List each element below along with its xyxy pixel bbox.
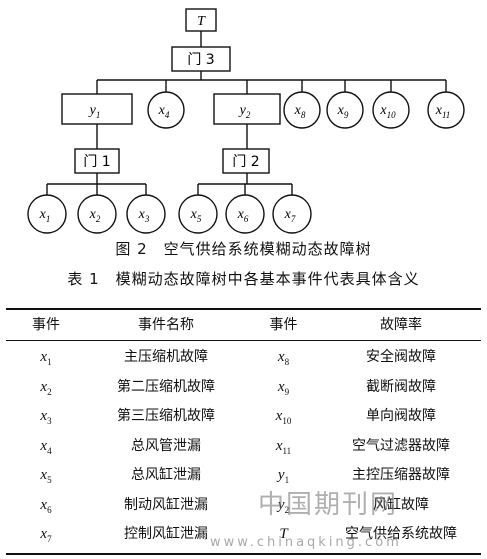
leaf-x8: x8 <box>283 91 321 129</box>
leaf-x7: x7 <box>272 194 312 234</box>
event-id-2: x9 <box>277 378 290 397</box>
leaf-x1: x1 <box>27 194 67 234</box>
y2-label: y2 <box>238 103 251 120</box>
table-row: x1 主压缩机故障 x8 安全阀故障 <box>6 343 481 371</box>
header-event-name: 事件名称 <box>138 317 194 333</box>
leaf-x9: x9 <box>326 91 364 129</box>
event-id-2: x11 <box>275 437 292 456</box>
table-top-rule <box>6 308 481 310</box>
svg-text:x7: x7 <box>284 207 296 224</box>
top-event-box <box>185 8 217 32</box>
svg-text:x6: x6 <box>237 207 249 224</box>
svg-text:x2: x2 <box>89 207 101 224</box>
event-name-2: 风缸故障 <box>373 496 429 513</box>
event-name: 制动风缸泄漏 <box>124 496 208 513</box>
event-id-2: T <box>279 526 288 542</box>
leaf-x6: x6 <box>225 194 265 234</box>
event-name: 第二压缩机故障 <box>117 378 215 395</box>
gate2-label: 门 2 <box>232 154 259 170</box>
event-id: x4 <box>40 437 52 456</box>
header-event: 事件 <box>32 317 60 333</box>
event-name-2: 空气供给系统故障 <box>345 526 457 542</box>
event-id-2: x8 <box>277 349 290 367</box>
event-id: x3 <box>40 408 52 426</box>
leaf-x3: x3 <box>126 194 166 234</box>
table-caption: 表 1 模糊动态故障树中各基本事件代表具体含义 <box>67 270 420 288</box>
gate1-box <box>74 148 120 174</box>
leaf-x4: x4 <box>147 91 185 129</box>
svg-text:x3: x3 <box>138 207 150 224</box>
table-row: x2 第二压缩机故障 x9 截断阀故障 <box>6 373 481 401</box>
gate1-label: 门 1 <box>83 154 110 170</box>
event-name-2: 主控压缩器故障 <box>352 467 450 483</box>
gate3-box <box>171 46 231 72</box>
table-row: x7 控制风缸泄漏 T 空气供给系统故障 <box>6 520 481 548</box>
event-name: 总风管泄漏 <box>131 437 201 454</box>
event-name-2: 单向阀故障 <box>366 408 436 424</box>
event-name: 总风缸泄漏 <box>131 467 201 483</box>
event-id-2: y2 <box>277 496 290 515</box>
leaf-x11: x11 <box>427 91 465 129</box>
event-name-2: 安全阀故障 <box>366 349 436 365</box>
event-id: x5 <box>40 467 52 485</box>
svg-text:x11: x11 <box>435 103 451 120</box>
leaf-x5: x5 <box>178 194 218 234</box>
event-name: 控制风缸泄漏 <box>124 526 208 542</box>
table-header-rule <box>6 340 481 341</box>
table-row: x4 总风管泄漏 x11 空气过滤器故障 <box>6 432 481 460</box>
table-row: x5 总风缸泄漏 y1 主控压缩器故障 <box>6 461 481 489</box>
top-event-label: T <box>197 14 206 29</box>
tree-edges <box>46 31 447 195</box>
svg-text:x9: x9 <box>337 103 349 120</box>
event-id-2: y1 <box>277 467 290 485</box>
event-name-2: 截断阀故障 <box>366 378 436 395</box>
event-name: 主压缩机故障 <box>124 349 208 365</box>
y2-box <box>213 93 281 125</box>
table-row: x6 制动风缸泄漏 y2 风缸故障 <box>6 491 481 519</box>
event-id: x7 <box>40 526 52 544</box>
event-id-2: x10 <box>275 408 292 426</box>
gate2-box <box>222 148 270 174</box>
event-name: 第三压缩机故障 <box>117 408 215 424</box>
figure-caption: 图 2 空气供给系统模糊动态故障树 <box>115 240 372 258</box>
event-id: x2 <box>40 378 52 397</box>
header-event-2: 事件 <box>269 317 298 333</box>
svg-text:x8: x8 <box>294 103 306 120</box>
svg-text:x10: x10 <box>379 103 396 120</box>
leaf-x10: x10 <box>372 91 410 129</box>
watermark-url: www.chinaqking.com <box>210 535 402 550</box>
watermark-text: 中国期刊网 <box>258 490 399 520</box>
gate3-label: 门 3 <box>187 52 214 68</box>
table-bottom-rule <box>6 553 481 555</box>
table-row: x3 第三压缩机故障 x10 单向阀故障 <box>6 402 481 430</box>
event-id: x6 <box>40 496 52 515</box>
leaf-x2: x2 <box>77 194 117 234</box>
table-header-row: 事件 事件名称 事件 故障率 <box>6 311 481 339</box>
svg-text:x5: x5 <box>190 207 202 224</box>
svg-text:x4: x4 <box>158 103 170 120</box>
svg-text:x1: x1 <box>39 207 51 224</box>
y1-box <box>61 93 133 125</box>
event-name-2: 空气过滤器故障 <box>352 437 450 454</box>
fault-tree-diagram: T 门 3 y1 y2 门 1 门 2 x1 x2 x3 x4 x5 x6 x7 <box>27 8 465 234</box>
header-failure-rate: 故障率 <box>380 317 422 333</box>
y1-label: y1 <box>88 103 101 120</box>
event-id: x1 <box>40 349 52 367</box>
